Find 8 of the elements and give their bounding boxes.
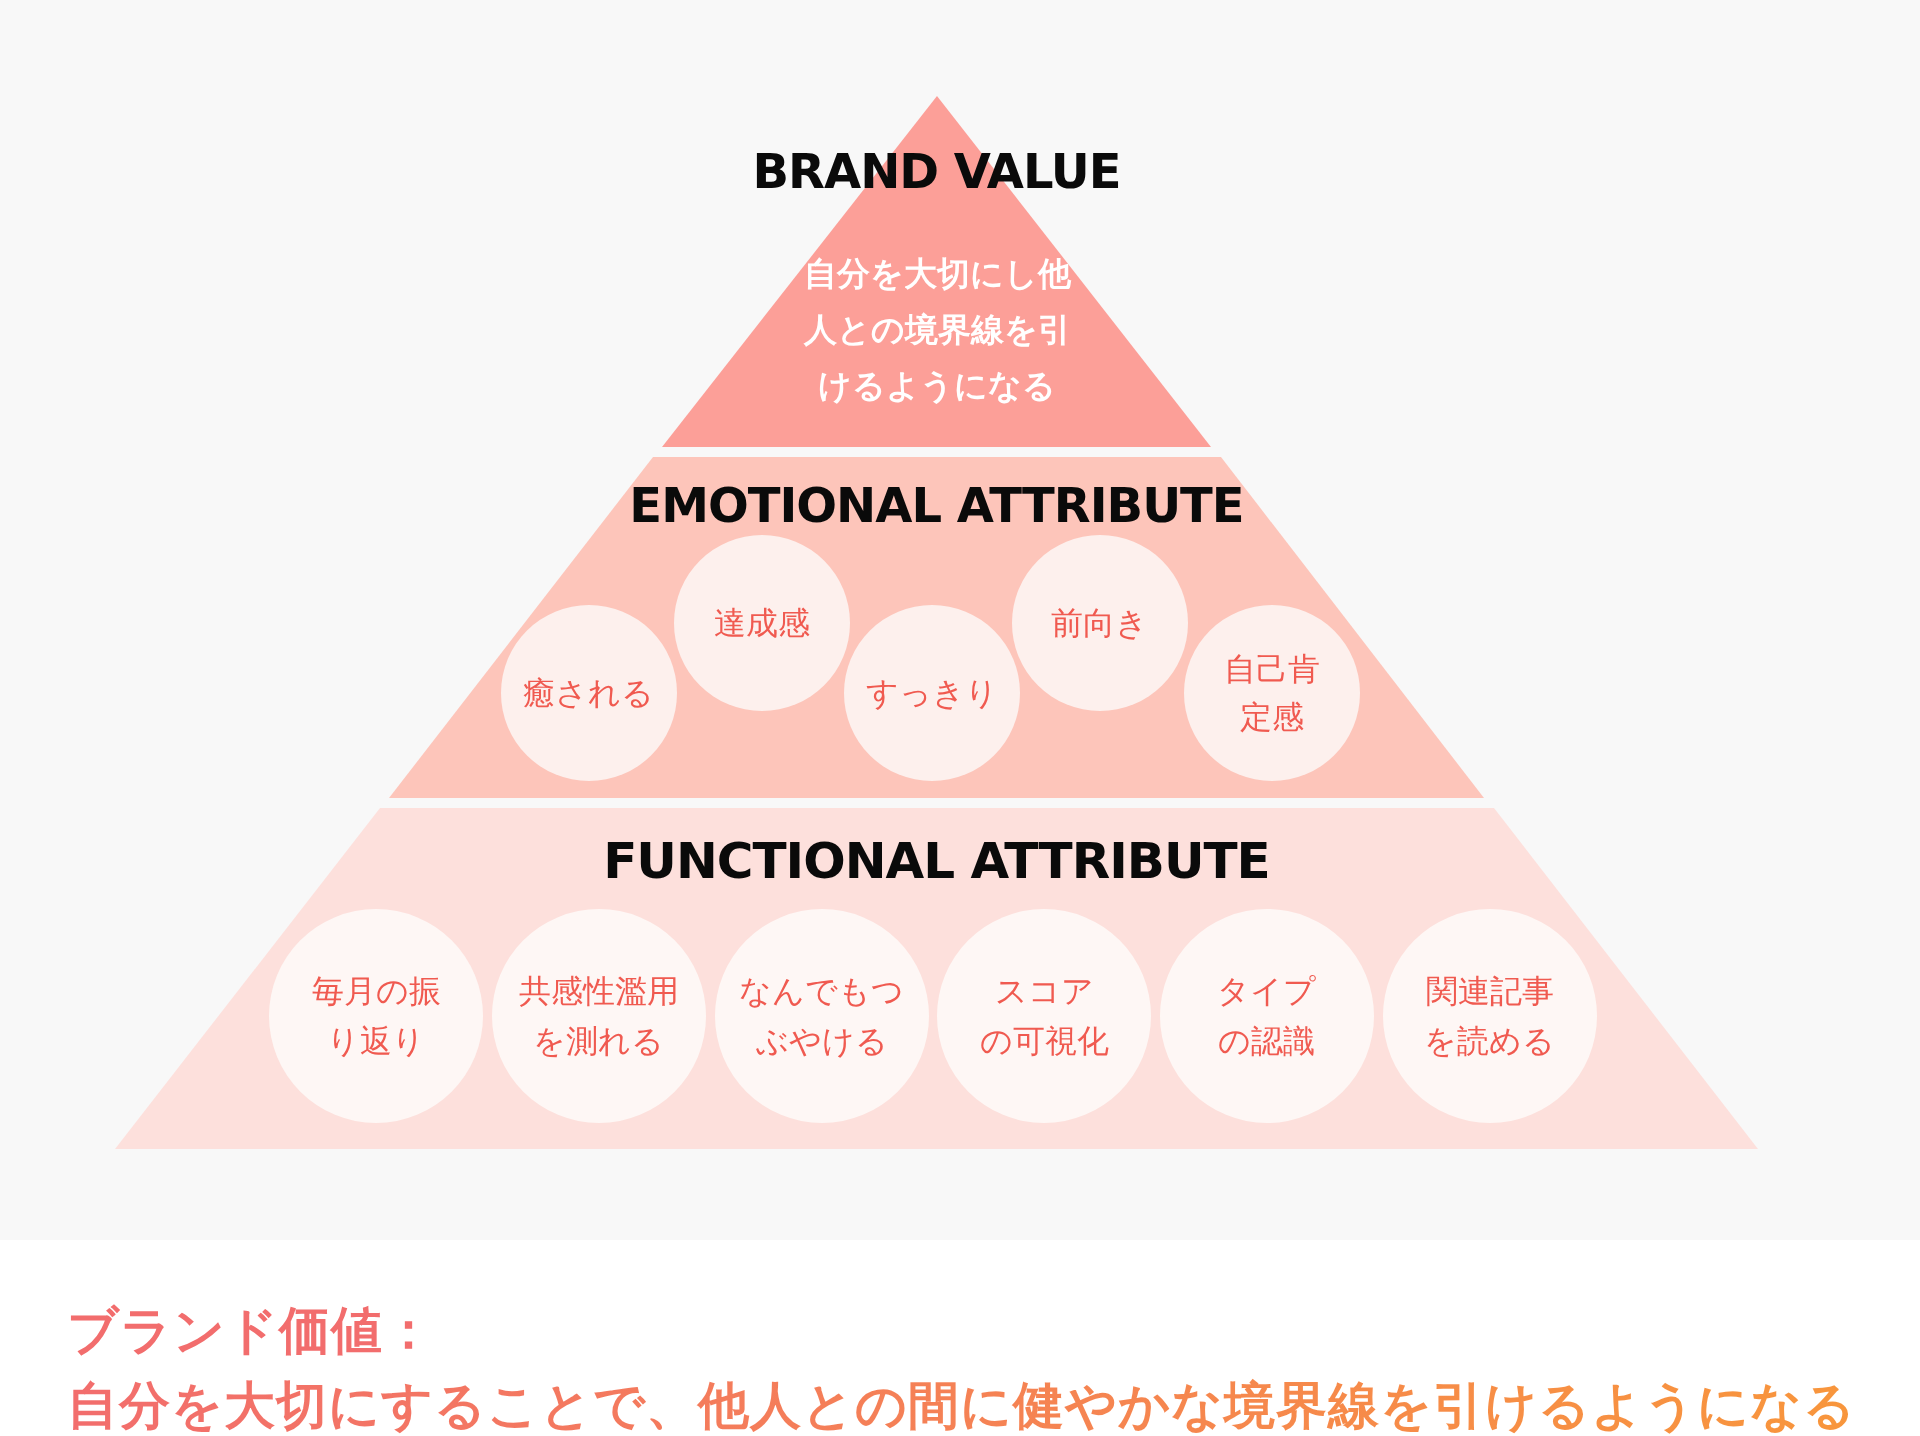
pyramid-tier: [662, 96, 1211, 447]
tier-heading: FUNCTIONAL ATTRIBUTE: [602, 836, 1271, 886]
tier-text: 自分を大切にし他人との境界線を引けるようになる: [802, 253, 1072, 407]
tier-heading: EMOTIONAL ATTRIBUTE: [628, 481, 1245, 529]
pyramid-tier: [389, 457, 1484, 798]
pyramid-tier: [115, 808, 1758, 1149]
caption-text: ブランド価値：: [67, 1301, 435, 1361]
tier-heading: BRAND VALUE: [751, 147, 1122, 195]
